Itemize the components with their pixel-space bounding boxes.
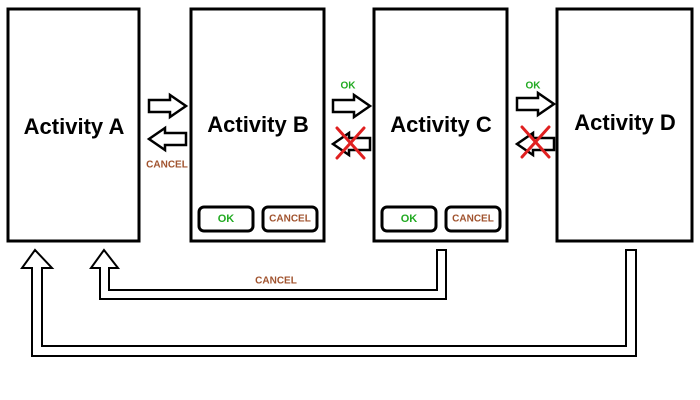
cancel-label-c-to-a: CANCEL <box>255 276 297 287</box>
ok-label-b-to-c: OK <box>341 81 357 92</box>
red-x-icon <box>520 125 551 159</box>
activity-c-box <box>372 7 509 243</box>
activity-c-ok-label: OK <box>401 213 418 225</box>
ok-label-c-to-d: OK <box>526 81 542 92</box>
right-arrow-icon <box>515 90 557 118</box>
activity-b-title: Activity B <box>207 112 308 137</box>
activity-d-box <box>555 7 694 243</box>
return-path-c-to-a <box>89 248 447 300</box>
right-arrow-icon <box>147 92 189 120</box>
activity-b-cancel-button[interactable] <box>261 205 319 233</box>
right-arrow-icon <box>331 92 373 120</box>
activity-c-ok-button[interactable] <box>380 205 438 233</box>
red-x-icon <box>335 126 366 160</box>
activity-b-ok-button[interactable] <box>197 205 255 233</box>
activity-b-ok-label: OK <box>218 213 235 225</box>
activity-c-cancel-button[interactable] <box>444 205 502 233</box>
cancel-label-b-to-a: CANCEL <box>146 160 188 171</box>
left-arrow-icon <box>146 125 188 153</box>
activity-a-box <box>6 7 141 243</box>
activity-b-cancel-label: CANCEL <box>269 214 311 225</box>
activity-a-title: Activity A <box>24 114 125 139</box>
activity-b-box <box>189 7 326 243</box>
activity-d-title: Activity D <box>574 110 675 135</box>
activity-c-title: Activity C <box>390 112 492 137</box>
activity-c-cancel-label: CANCEL <box>452 214 494 225</box>
return-path-d-to-a <box>20 248 637 357</box>
